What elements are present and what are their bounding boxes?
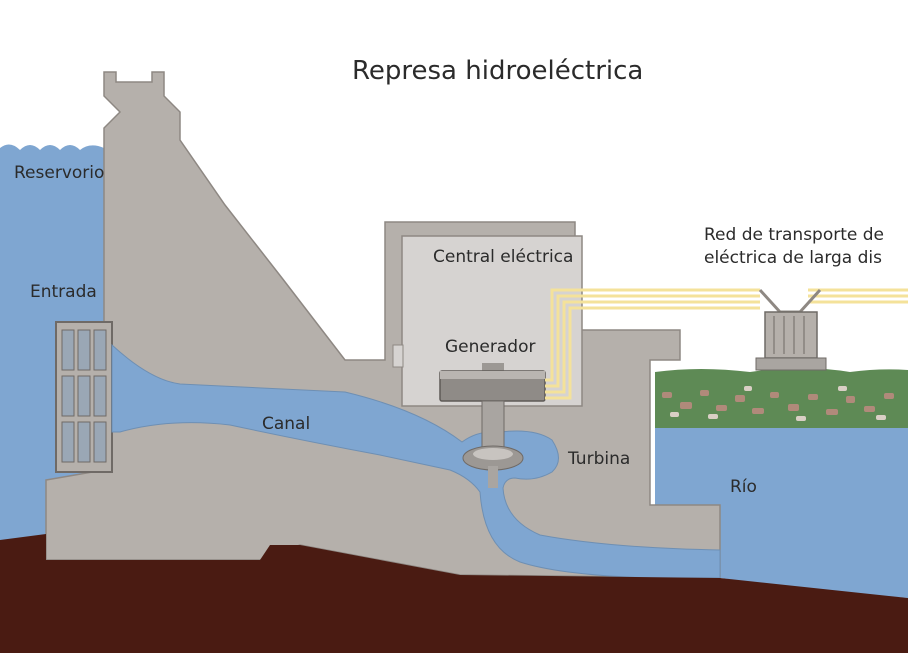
label-turbine: Turbina xyxy=(567,449,630,469)
intake-grille xyxy=(55,321,113,473)
penstock-channel xyxy=(111,343,721,579)
label-intake: Entrada xyxy=(30,282,97,302)
bedrock xyxy=(0,534,908,653)
generator xyxy=(439,363,546,450)
dam-structure xyxy=(45,71,721,579)
turbine xyxy=(462,445,524,488)
label-river: Río xyxy=(730,477,757,497)
transformer xyxy=(755,288,827,371)
grass-bank xyxy=(655,368,908,428)
label-penstock: Canal xyxy=(262,414,310,434)
bank-stones xyxy=(662,390,894,415)
label-grid-line1: Red de transporte de xyxy=(704,225,884,245)
label-generator: Generador xyxy=(445,337,535,357)
powerhouse-window xyxy=(392,344,404,368)
label-reservoir: Reservorio xyxy=(14,163,104,183)
label-grid-line2: eléctrica de larga dis xyxy=(704,248,882,268)
bank-stones-light xyxy=(670,386,886,421)
label-powerhouse: Central eléctrica xyxy=(433,247,573,267)
power-lines xyxy=(545,288,908,400)
diagram-title: Represa hidroeléctrica xyxy=(352,56,643,86)
